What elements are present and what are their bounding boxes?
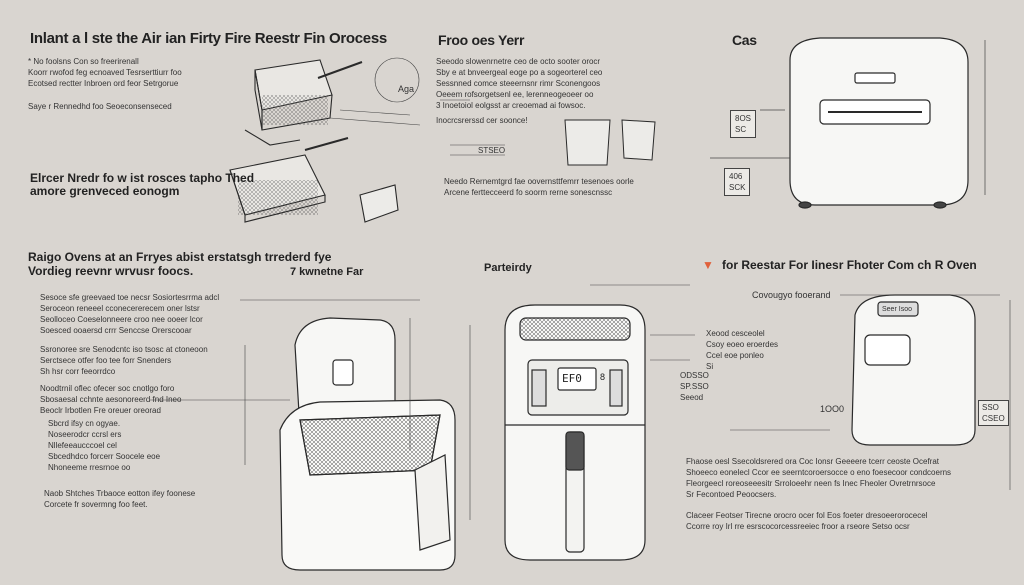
note-line: Corcete fr sovermng foo feet. — [44, 500, 148, 509]
middle-center-tag: ODSSO SP.SSO Seeod — [680, 370, 709, 403]
note-line: Soesced ooaersd crrr Senccse Orerscooar — [40, 326, 192, 335]
top-right-title: Cas — [732, 32, 757, 48]
middle-right-title: for Reestar For Iinesr Fhoter Com ch R O… — [722, 258, 977, 272]
note-line: Seeodo slowenrnetre ceo de octo sooter o… — [436, 57, 601, 66]
middle-left-stage-notes: Sbcrd ifsy cn ogyae. Noseerodcr ccrsl er… — [48, 418, 160, 473]
title-line: Raigo Ovens at an Frryes abist erstatsgh… — [28, 250, 332, 264]
middle-left-footer: Naob Shtches Trbaoce eotton ifey foonese… — [44, 488, 195, 510]
middle-right-subtitle: Covougyo fooerand — [752, 290, 831, 300]
fryer-display: EF0 — [562, 372, 582, 385]
note-line: Beoclr Irbotlen Fre oreuer oreorad — [40, 406, 161, 415]
compact-fryer-tag: SSO CSEO — [978, 400, 1009, 426]
caption-line: Arcene ferttecceerd fo soorm rerne sones… — [444, 188, 613, 197]
tag-value: SSO — [982, 403, 999, 412]
note-line: Oeeem rofsorgetsenl ee, lerenneogeoeer o… — [436, 90, 594, 99]
oven-tag-1: 8OS SC — [730, 110, 757, 138]
note-line: 3 Inoetoiol eolgsst ar creoemad ai fowso… — [436, 101, 586, 110]
fryer-display-side: 8 — [600, 372, 606, 382]
note-line: Noseerodcr ccrsl ers — [48, 430, 122, 439]
note-line: Sesoce sfe greevaed toe necsr Sosiortesr… — [40, 293, 220, 302]
countertop-oven — [789, 37, 969, 209]
tag-value: 8OS — [735, 114, 752, 123]
note-line: Sbcedhdco forcerr Soocele eoe — [48, 452, 161, 461]
guide-lines — [329, 57, 505, 156]
note-line: Ecotsed rectter Inbroen ord feor Setrgor… — [28, 79, 179, 88]
note-line: Sr Fecontoed Peoocsers. — [686, 490, 777, 499]
note-line: Ssronoree sre Senodcntc iso tsosc at cto… — [40, 345, 208, 354]
middle-center-notes: Xeood cesceolel Csoy eoeo eroerdes Ccel … — [706, 328, 778, 372]
fryer-guides-right — [730, 294, 1011, 490]
tag-sub: Isoo — [898, 306, 912, 313]
top-middle-title: Froo oes Yerr — [438, 32, 525, 48]
note-line: Fleorgeecl roreoseeesitr Srroloeehr neen… — [686, 479, 936, 488]
tag-sub: SP.SSO — [680, 382, 709, 391]
tag-value: Seer — [882, 306, 897, 313]
note-line: Sessnned comce steeernsnr rimr Sconengoo… — [436, 79, 601, 88]
tag-sub: CSEO — [982, 414, 1005, 423]
note-line: Sbcrd ifsy cn ogyae. — [48, 419, 121, 428]
note-line: Ccorre roy Irl rre esrscocorcessreeiec f… — [686, 522, 910, 531]
note-line: Sbosaesal cchnte aesonoreerd fnd Ineo — [40, 395, 182, 404]
note-line: Noodtrnil oflec ofecer soc cnotlgo foro — [40, 384, 175, 393]
middle-left-title: Raigo Ovens at an Frryes abist erstatsgh… — [28, 250, 331, 278]
warning-icon: ▼ — [702, 258, 714, 272]
open-air-fryer — [279, 317, 456, 571]
note-line: Seroceon reneeel cconecererecem oner lst… — [40, 304, 200, 313]
note-line: Xeood cesceolel — [706, 329, 765, 338]
cooking-vessels — [564, 119, 656, 166]
tag-value: ODSSO — [680, 371, 709, 380]
caption-line: Needo Rernemtgrd fae oovernsttfemrr tese… — [444, 177, 634, 186]
note-line: Sh hsr corr feeorrdco — [40, 367, 116, 376]
note-line: Shoeeco eonelecl Ccor ee seerntcoroersoc… — [686, 468, 952, 477]
note-line: Saye r Rennedhd foo Seoeconsenseced — [28, 102, 172, 111]
top-left-subtitle: Elrcer Nredr fo w ist rosces tapho Thed … — [30, 172, 254, 198]
fry-basket-bottom — [229, 129, 399, 223]
subtitle-line: Elrcer Nredr fo w ist rosces tapho Thed — [30, 171, 255, 185]
top-left-title: Inlant a l ste the Air ian Firty Fire Re… — [30, 30, 387, 47]
tag-sub: Seeod — [680, 393, 704, 402]
middle-center-title: Parteirdy — [484, 262, 532, 274]
title-line: Vordieg reevnr wrvusr foocs. — [28, 264, 194, 278]
compact-fryer-label: Seer Isoo — [882, 304, 912, 315]
note-line: Inocrcsrerssd cer soonce! — [436, 116, 528, 125]
note-line: Seolloceo Coeselonneere croo nee ooeer l… — [40, 315, 203, 324]
note-line: Si — [706, 362, 714, 371]
note-line: Serctsece otfer foo tee forr Snenders — [40, 356, 172, 365]
middle-left-notes: Sesoce sfe greevaed toe necsr Sosiortesr… — [40, 292, 219, 416]
note-line: Claceer Feotser Tirecne orocro ocer fol … — [686, 511, 928, 520]
air-fryer-front — [504, 304, 646, 561]
oven-tag-2: 406 SCK — [724, 168, 751, 196]
subtitle-line: amore grenveced eonogm — [30, 184, 180, 198]
top-middle-tag: STSEO — [478, 146, 506, 155]
fry-basket-top — [254, 59, 363, 131]
note-line: Sby e at bnveergeal eoge po a sogeortere… — [436, 68, 603, 77]
note-line: Nllefeeaucccoel cel — [48, 441, 117, 450]
note-line: Nhoneeme rresrnoe oo — [48, 463, 131, 472]
lid-tag: Aga — [398, 84, 415, 94]
note-line: Ccel eoe ponleo — [706, 351, 764, 360]
middle-left-title-tail: 7 kwnetne Far — [290, 266, 364, 278]
tag-sub: SC — [735, 125, 747, 134]
fryer-guides-left — [150, 299, 420, 465]
oven-dimension-lines — [710, 40, 986, 195]
note-line: * No foolsns Con so freerirenall — [28, 57, 139, 66]
middle-right-notes: Fhaose oesl Ssecoldsrered ora Coc Ionsr … — [686, 456, 951, 532]
compact-fryer-capacity: 1OO0 — [820, 404, 845, 414]
note-line: Csoy eoeo eroerdes — [706, 340, 779, 349]
top-middle-caption: Needo Rernemtgrd fae oovernsttfemrr tese… — [444, 176, 634, 198]
note-line: Fhaose oesl Ssecoldsrered ora Coc Ionsr … — [686, 457, 940, 466]
note-line: Naob Shtches Trbaoce eotton ifey foonese — [44, 489, 196, 498]
tag-value: 406 — [729, 172, 743, 181]
top-middle-notes: Seeodo slowenrnetre ceo de octo sooter o… — [436, 56, 602, 126]
note-line: Koorr rwofod feg ecnoaved Tesrserttiurr … — [28, 68, 182, 77]
compact-air-fryer — [851, 294, 976, 446]
top-left-notes: * No foolsns Con so freerirenall Koorr r… — [28, 56, 182, 112]
fryer-guides-center — [469, 284, 695, 520]
tag-sub: SCK — [729, 183, 746, 192]
